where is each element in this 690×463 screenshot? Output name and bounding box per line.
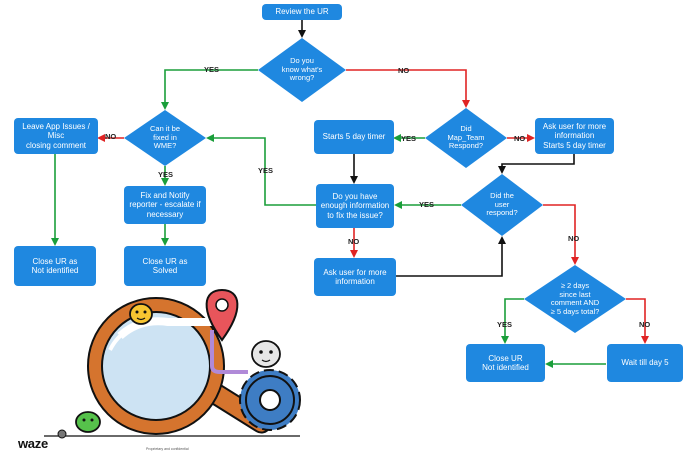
decision-can-fix: Can it be fixed in WME? [149, 124, 181, 151]
diamond-map-team [425, 108, 507, 168]
node-ask-more: Ask user for more information [314, 258, 396, 296]
node-enough-info: Do you have enough information to fix th… [316, 184, 394, 228]
map-pin-illustration [205, 288, 248, 374]
waze-logo: waze [18, 436, 48, 451]
arrow-enough-yes [206, 134, 316, 206]
label-yes-enough: YES [258, 166, 274, 175]
arrow-respond-no [543, 204, 579, 265]
mascot-green [57, 411, 101, 439]
decision-map-team: Did Map_Team Respond? [447, 124, 485, 151]
decision-two-days: ≥ 2 days since last comment AND ≥ 5 days… [550, 281, 600, 316]
footer-note: Proprietary and confidential [146, 447, 189, 451]
gear-illustration [239, 369, 301, 431]
arrow-ask-to-respond [498, 154, 575, 174]
mascot-white [251, 340, 281, 368]
diamond-two-days [524, 265, 626, 333]
node-review-ur: Review the UR [262, 4, 342, 20]
arrow-know-no [346, 69, 470, 108]
node-wait-day5: Wait till day 5 [607, 344, 683, 382]
label-no-twodays: NO [639, 320, 651, 329]
decision-know-wrong: Do you know what's wrong? [281, 56, 323, 83]
node-starts-timer: Starts 5 day timer [314, 120, 394, 154]
node-close-not-identified-right: Close UR Not identified [466, 344, 545, 382]
label-yes-map: YES [401, 134, 417, 143]
arrow-twodays-yes [501, 298, 524, 344]
magnifier-illustration [44, 297, 300, 437]
label-yes-canfix: YES [158, 170, 174, 179]
label-yes-know: YES [204, 65, 220, 74]
diamond-can-fix [124, 110, 206, 166]
label-no-canfix: NO [105, 132, 117, 141]
diamond-know-wrong [258, 38, 346, 102]
diamond-user-respond [461, 174, 543, 236]
mascot-yellow [129, 303, 153, 325]
label-no-map: NO [514, 134, 526, 143]
label-no-enough: NO [348, 237, 360, 246]
label-no-know: NO [398, 66, 410, 75]
node-leave-app-issues: Leave App Issues / Misc closing comment [14, 118, 98, 154]
arrow-askmore-to-respond [396, 236, 506, 277]
decision-user-respond: Did the user respond? [486, 191, 518, 218]
label-yes-respond: YES [419, 200, 435, 209]
label-no-respond: NO [568, 234, 580, 243]
node-close-solved: Close UR as Solved [124, 246, 206, 286]
node-close-not-identified-left: Close UR as Not identified [14, 246, 96, 286]
node-ask-user-info: Ask user for more information Starts 5 d… [535, 118, 614, 154]
arrow-know-yes [161, 69, 258, 110]
arrow-twodays-no [626, 298, 649, 344]
node-fix-and-notify: Fix and Notify reporter - escalate if ne… [124, 186, 206, 224]
label-yes-twodays: YES [497, 320, 513, 329]
